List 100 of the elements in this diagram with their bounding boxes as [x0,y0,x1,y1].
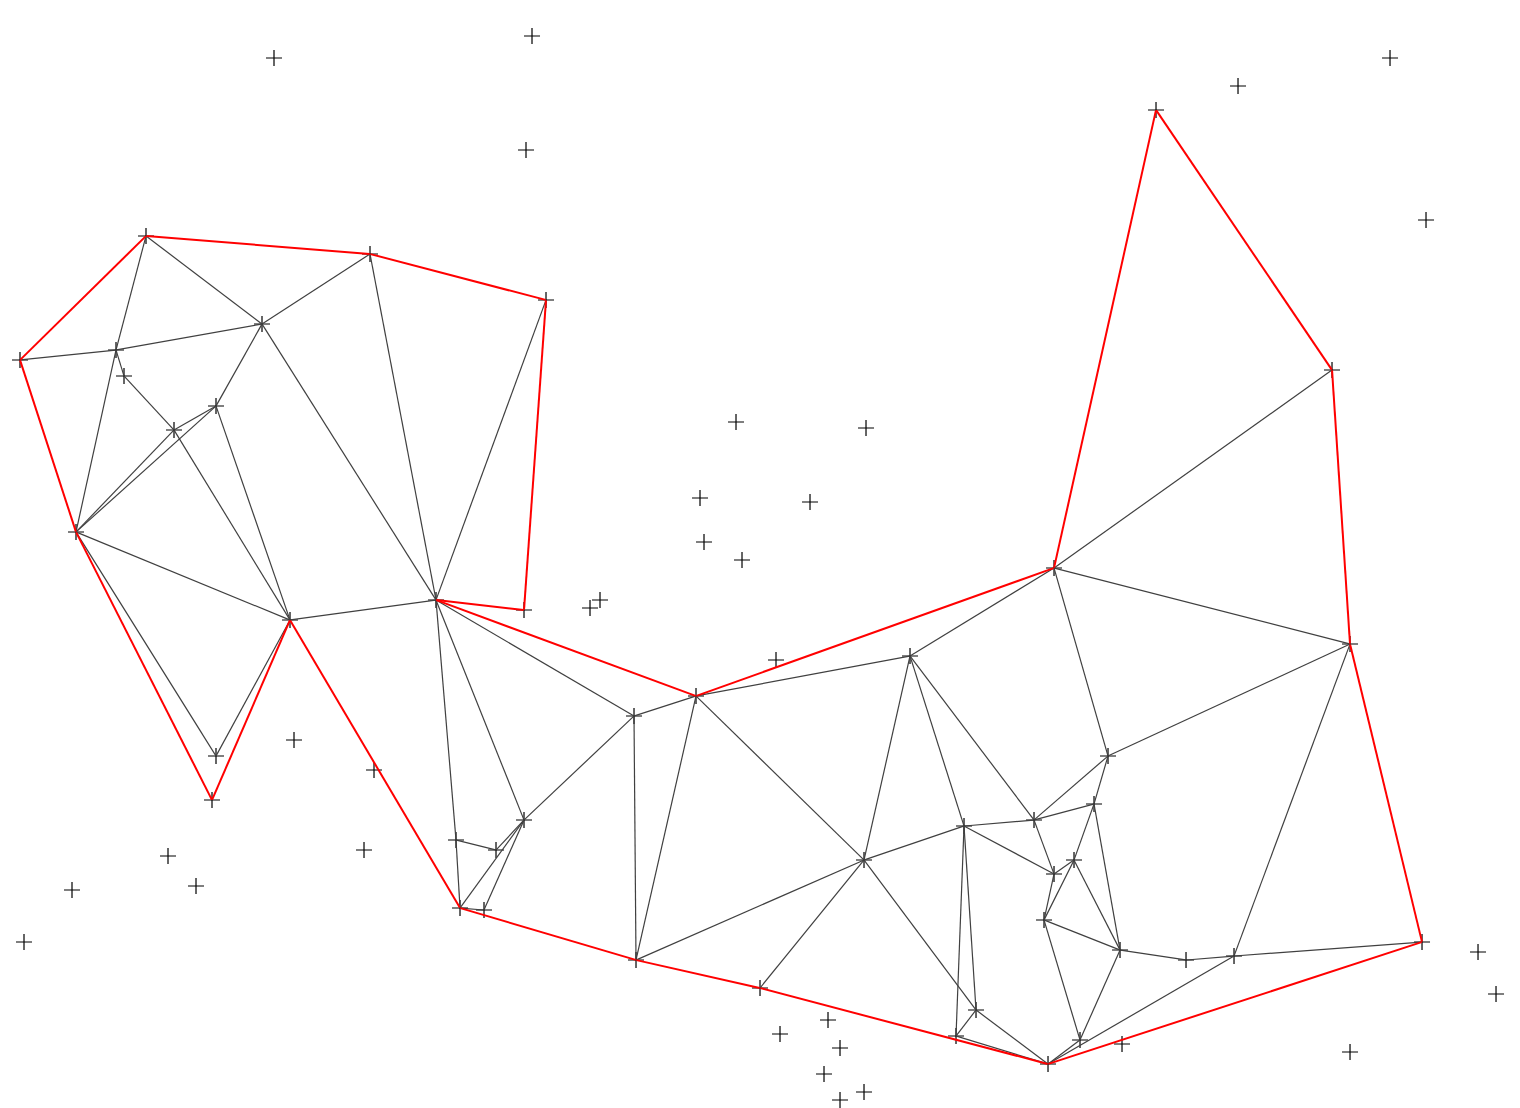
point-marker [901,647,919,665]
edge-line [1033,755,1109,821]
point-marker [1417,211,1435,229]
point-marker [855,1083,873,1101]
point-marker [1045,559,1063,577]
point-marker [517,141,535,159]
boundary-line [635,959,761,989]
point-marker [1225,947,1243,965]
boundary-line [211,619,291,801]
point-marker [187,877,205,895]
edge-line [695,655,911,697]
point-marker [451,899,469,917]
point-marker [281,611,299,629]
point-marker [967,1001,985,1019]
boundary-line [1331,369,1351,645]
edge-line [635,695,697,961]
edge-line [215,323,263,407]
edge-line [261,323,437,601]
boundary-line [523,299,547,611]
edge-line [1093,755,1109,805]
edge-line [1033,803,1095,821]
edge-line [1119,949,1187,961]
edge-line [115,235,147,351]
point-marker [1085,795,1103,813]
point-marker [1487,985,1505,1003]
boundary-line [1053,109,1157,569]
edge-line [863,859,977,1011]
edge-line [1185,955,1235,961]
point-marker [1323,361,1341,379]
edge-line [1043,859,1075,921]
edge-line [633,695,697,717]
point-marker [159,847,177,865]
boundary-line [1155,109,1333,371]
point-marker [727,413,745,431]
edge-line [695,695,865,861]
edge-line [75,405,217,533]
edge-line [215,619,291,757]
point-marker [1413,933,1431,951]
boundary-line [19,359,77,533]
edge-line [115,323,263,351]
point-marker [1065,851,1083,869]
point-marker [253,315,271,333]
boundary-line [435,599,697,697]
edge-line [369,253,437,601]
point-marker [831,1091,849,1108]
point-marker [857,419,875,437]
edge-line [1053,859,1075,875]
point-marker [207,397,225,415]
point-marker [475,901,493,919]
edge-line [145,235,263,325]
edge-line [459,819,525,909]
edge-line [459,907,485,911]
edge-line [75,531,291,621]
boundary-line [145,235,371,255]
edge-line [975,1009,1049,1065]
edge-line [1233,643,1351,957]
edge-line [955,1009,977,1037]
point-marker [1045,865,1063,883]
point-marker [733,551,751,569]
edge-line [1093,803,1121,951]
edge-line [909,655,965,827]
boundary-line [759,987,1049,1065]
point-marker [771,1025,789,1043]
point-marker [487,841,505,859]
point-marker [591,591,609,609]
point-marker [695,533,713,551]
edge-line [963,819,1035,827]
point-marker [67,523,85,541]
edge-line [1043,919,1081,1041]
edge-line [523,715,635,821]
edge-line [215,405,291,621]
point-marker [1025,811,1043,829]
edge-line [75,429,175,533]
point-marker [691,489,709,507]
point-marker [137,227,155,245]
boundary-line [695,567,1055,697]
boundary-line [289,619,461,909]
point-marker [1071,1031,1089,1049]
point-marker [165,421,183,439]
boundary-line [1349,643,1423,943]
edge-line [909,567,1055,657]
point-marker [947,1027,965,1045]
point-marker [1099,747,1117,765]
edge-line [115,349,125,377]
point-marker [365,761,383,779]
point-marker [207,747,225,765]
point-marker [801,493,819,511]
edge-line [1107,643,1351,757]
point-marker [751,979,769,997]
point-marker [515,811,533,829]
point-marker [285,731,303,749]
edge-line [863,825,965,861]
edge-line [1053,567,1109,757]
point-marker [107,341,125,359]
edge-line [1053,369,1333,569]
edge-line [1073,803,1095,861]
edge-line [1233,941,1423,957]
edge-line [1053,567,1351,645]
boundary-line [435,599,525,611]
edge-line [173,429,291,621]
